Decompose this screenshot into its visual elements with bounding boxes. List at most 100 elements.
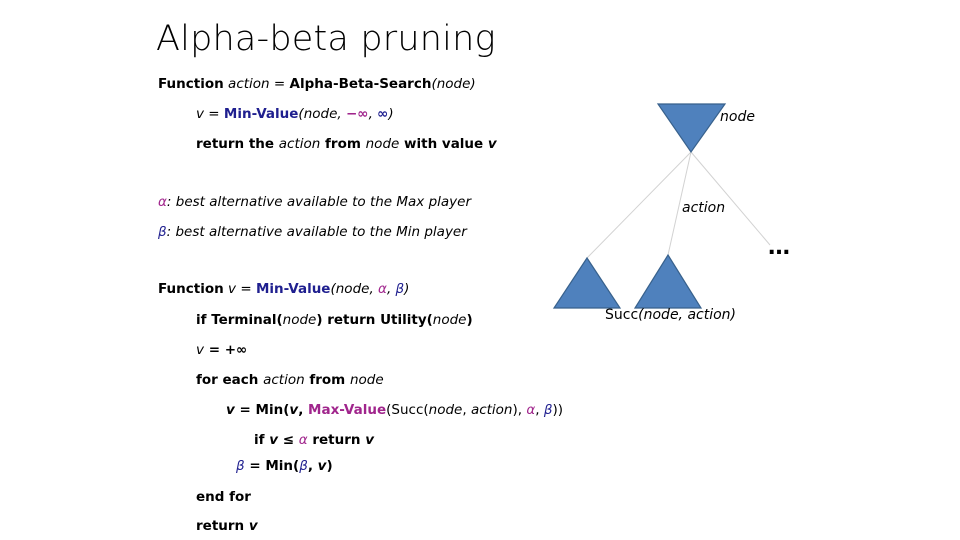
paren-close: ) (404, 281, 410, 297)
ellipsis-more-children: … (768, 235, 792, 260)
var-node: node (282, 312, 317, 328)
fn-alpha-beta-search: Alpha-Beta-Search (289, 76, 432, 92)
edge-root-to-right-ellipsis (690, 151, 771, 246)
symbol-beta: β (299, 458, 308, 474)
var-v: v (196, 106, 204, 122)
symbol-beta: β (236, 458, 245, 474)
var-v: v (226, 402, 235, 418)
var-action: action (470, 402, 513, 418)
fn-succ-open: (Succ( (386, 402, 429, 418)
op-equals: = (273, 76, 286, 92)
code-line-alpha-definition: α: best alternative available to the Max… (158, 194, 471, 210)
paren-close: )) (552, 402, 564, 418)
var-v: v (248, 518, 258, 534)
symbol-beta: β (395, 281, 405, 297)
comma: , (337, 106, 346, 122)
kw-return-utility: ) return Utility( (316, 312, 433, 328)
label-succ-args: (node, action) (638, 307, 737, 323)
code-line-beta-assign-min: β = Min(β, v) (236, 458, 333, 474)
kw-from: from (304, 372, 350, 388)
symbol-alpha: α (378, 281, 387, 297)
code-line-function-min-value: Function v = Min-Value(node, α, β) (158, 281, 409, 297)
kw-function: Function (158, 281, 224, 297)
var-v: v (196, 342, 204, 358)
code-line-v-min-value-init: v = Min-Value(node, −∞, ∞) (196, 106, 394, 122)
comma: , (462, 402, 471, 418)
arg-node: node (303, 106, 338, 122)
var-v: v (289, 402, 299, 418)
code-line-v-init-infinity: v = +∞ (196, 342, 247, 358)
arg-positive-infinity: ∞ (377, 106, 389, 122)
alpha-definition-text: : best alternative available to the Max … (166, 194, 472, 210)
edge-root-to-left-child (586, 151, 692, 259)
args-node: (node) (431, 76, 476, 92)
comma: , (307, 458, 318, 474)
code-line-if-v-le-alpha: if v ≤ α return v (254, 432, 374, 448)
paren-close: ) (388, 106, 394, 122)
var-action: action (278, 136, 321, 152)
var-v: v (317, 458, 327, 474)
kw-function: Function (158, 76, 224, 92)
op-equals-min: = Min( (234, 402, 290, 418)
paren-close: ) (326, 458, 333, 474)
var-v: v (228, 281, 237, 297)
comma: , (368, 106, 378, 122)
kw-return: return (307, 432, 366, 448)
var-node: node (432, 312, 467, 328)
comma: , (386, 281, 396, 297)
code-line-v-min-max-value: v = Min(v, Max-Value(Succ(node, action),… (226, 402, 563, 418)
symbol-beta: β (543, 402, 553, 418)
comma: , (369, 281, 379, 297)
comma: , (298, 402, 309, 418)
var-node: node (365, 136, 400, 152)
kw-with-value: with value (399, 136, 488, 152)
paren-open: ( (298, 106, 304, 122)
label-succ-node-action: Succ(node, action) (605, 307, 736, 323)
game-tree-svg (552, 103, 771, 309)
label-action: action (682, 200, 726, 216)
root-node-triangle-down[interactable] (656, 103, 727, 154)
beta-definition-text: : best alternative available to the Min … (166, 224, 467, 240)
code-line-if-terminal: if Terminal(node) return Utility(node) (196, 312, 473, 328)
tree-edges (586, 151, 771, 259)
var-v: v (487, 136, 497, 152)
paren-close: ) (466, 312, 473, 328)
code-line-end-for: end for (196, 489, 251, 505)
fn-min-value: Min-Value (255, 281, 331, 297)
symbol-alpha: α (158, 194, 167, 210)
code-line-return-action: return the action from node with value v (196, 136, 497, 152)
kw-from: from (320, 136, 366, 152)
arg-negative-infinity: −∞ (346, 106, 369, 122)
kw-for-each: for each (196, 372, 264, 388)
edge-root-to-middle-child (667, 151, 692, 256)
child-node-triangle-up-middle[interactable] (633, 253, 703, 309)
symbol-alpha: α (526, 402, 536, 418)
fn-max-value: Max-Value (308, 402, 387, 418)
symbol-beta: β (158, 224, 167, 240)
symbol-alpha: α (298, 432, 308, 448)
assign-positive-infinity: = +∞ (204, 342, 248, 358)
var-v: v (269, 432, 279, 448)
label-node: node (720, 109, 755, 125)
kw-return: return (196, 518, 249, 534)
var-node: node (428, 402, 463, 418)
game-tree-diagram: node action … Succ(node, action) (520, 95, 960, 345)
kw-if-terminal: if Terminal( (196, 312, 283, 328)
op-less-equal: ≤ (278, 432, 299, 448)
paren-open: ( (330, 281, 336, 297)
child-node-triangle-up-left[interactable] (552, 256, 622, 309)
code-line-for-each-action: for each action from node (196, 372, 384, 388)
fn-min-value: Min-Value (223, 106, 299, 122)
code-line-beta-definition: β: best alternative available to the Min… (158, 224, 467, 240)
arg-node: node (335, 281, 370, 297)
var-v: v (365, 432, 374, 448)
comma: , (535, 402, 544, 418)
op-equals-min: = Min( (244, 458, 300, 474)
op-equals: = (208, 106, 220, 122)
page-title: Alpha-beta pruning (156, 19, 496, 59)
var-action: action (263, 372, 305, 388)
kw-return-the: return the (196, 136, 279, 152)
code-line-return-v: return v (196, 518, 258, 534)
var-action: action (228, 76, 270, 92)
